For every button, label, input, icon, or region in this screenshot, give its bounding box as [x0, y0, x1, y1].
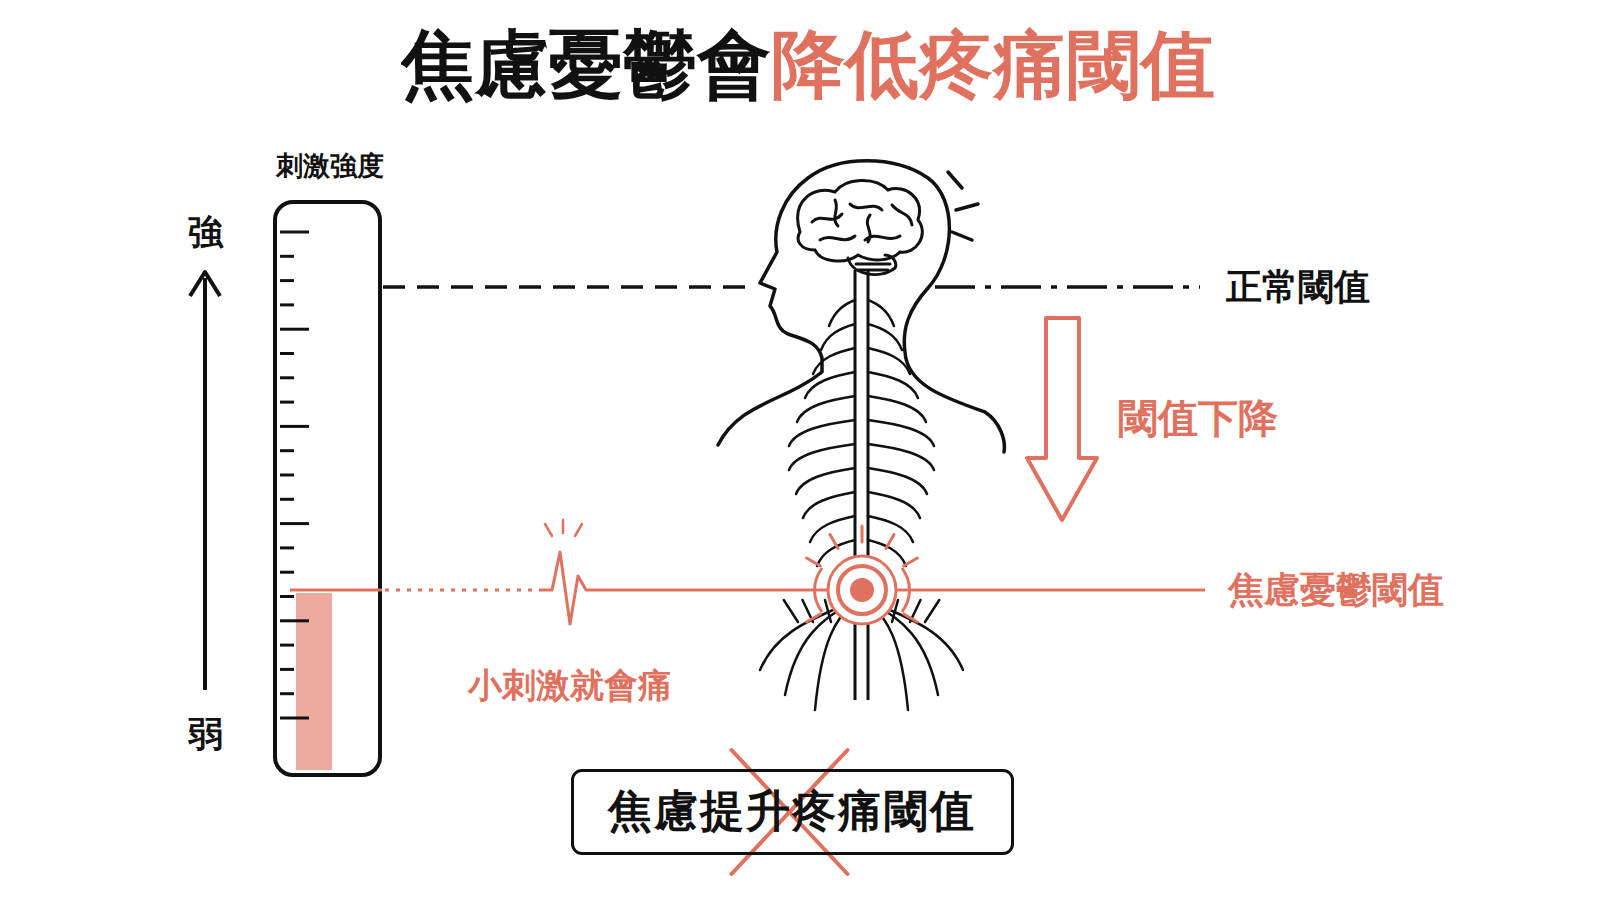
nerve-root	[784, 600, 798, 622]
level-line	[290, 589, 382, 592]
tick	[280, 668, 294, 671]
threshold-down-arrow	[1027, 318, 1097, 520]
nerve	[868, 300, 894, 326]
threshold-label: 正常閾值	[1226, 266, 1370, 307]
ray	[861, 526, 864, 542]
anxiety-threshold-line	[385, 589, 540, 592]
tick	[280, 231, 309, 234]
ray	[904, 558, 918, 566]
axis-end: 強	[188, 212, 223, 252]
tick	[280, 279, 294, 282]
pain-signal-strokes	[948, 172, 978, 240]
pain-point	[807, 526, 918, 624]
tick	[280, 255, 294, 258]
nerve	[868, 324, 902, 350]
nerve	[868, 420, 934, 446]
tick	[280, 474, 294, 477]
ray	[904, 614, 918, 622]
tick	[280, 619, 309, 622]
axis-title: 刺激強度	[276, 150, 384, 181]
nerve	[868, 492, 920, 518]
tick	[280, 546, 294, 549]
nerve	[789, 420, 855, 446]
note-label: 小刺激就會痛	[468, 666, 672, 705]
tick	[280, 644, 294, 647]
statement-text: 焦慮提升疼痛閾值	[608, 786, 976, 837]
ray	[886, 535, 894, 549]
tick	[280, 352, 294, 355]
human-outline	[718, 161, 1004, 452]
nerve	[789, 444, 855, 470]
ray	[807, 614, 821, 622]
spinal-cord	[867, 270, 870, 700]
normal-threshold-line	[383, 285, 755, 289]
normal-threshold-line	[935, 285, 1200, 289]
scale-tube	[275, 202, 380, 775]
spinal-cord	[854, 270, 857, 700]
nerve-root	[925, 600, 939, 622]
nerve	[803, 492, 855, 518]
title: 焦慮憂鬱會降低疼痛閾值	[401, 22, 1215, 107]
nerve	[821, 324, 855, 350]
crossed-statement-box: 焦慮提升疼痛閾值	[571, 769, 1014, 855]
tick	[280, 425, 309, 428]
tick	[280, 498, 294, 501]
nerve	[805, 372, 855, 398]
nerve	[868, 348, 910, 374]
nerve	[868, 444, 934, 470]
scale-ticks	[280, 232, 309, 718]
axis-arrow	[203, 278, 207, 690]
threshold-label: 焦慮憂鬱閾值	[1228, 569, 1444, 610]
ray	[807, 558, 821, 566]
ray	[830, 535, 838, 549]
tick	[280, 522, 309, 525]
tick	[280, 692, 294, 695]
tick	[280, 717, 309, 720]
nerve	[813, 348, 855, 374]
nerve	[868, 468, 927, 494]
tick	[280, 303, 294, 306]
nerve	[796, 468, 855, 494]
tick	[280, 595, 294, 598]
axis-end: 弱	[188, 714, 223, 754]
arrow-head	[190, 272, 220, 296]
tick	[280, 376, 294, 379]
change-label: 閾值下降	[1118, 395, 1278, 441]
tick	[280, 449, 294, 452]
nerve	[797, 396, 855, 422]
tick	[280, 328, 309, 331]
pulse-rays	[545, 520, 582, 536]
nerve	[868, 372, 918, 398]
nerves	[760, 300, 963, 710]
tick	[280, 401, 294, 404]
nerve	[868, 396, 926, 422]
anxiety-threshold-line	[540, 552, 1205, 624]
brain	[798, 180, 923, 274]
nerve	[829, 300, 855, 326]
tick	[280, 571, 294, 574]
